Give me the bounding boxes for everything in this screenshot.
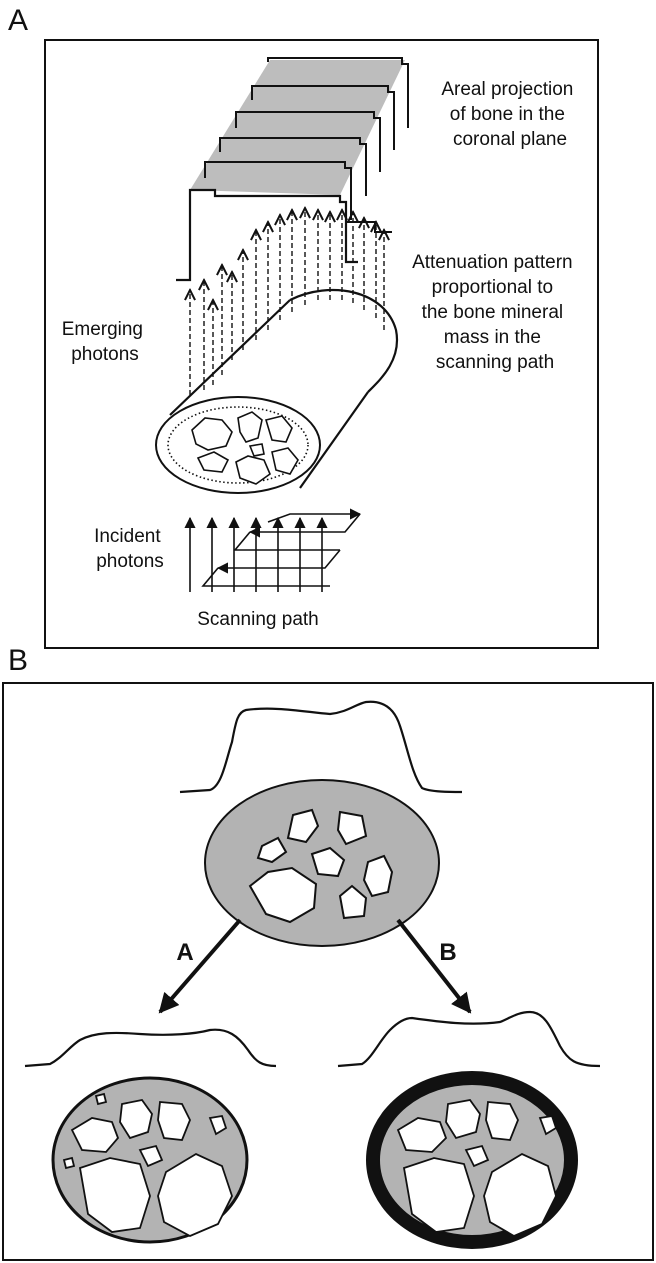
areal-projection-label: Areal projection of bone in the coronal … [441, 79, 578, 150]
arrow-a-label: A [176, 939, 193, 966]
areal-projection-line-1: Areal projection [441, 79, 573, 100]
scanning-path [203, 514, 360, 586]
projection-gray-band [190, 60, 405, 195]
bone-section-bottom-left [53, 1078, 247, 1242]
arrow-b [398, 920, 470, 1012]
incident-line-2: photons [96, 551, 164, 572]
attenuation-line-5: scanning path [436, 352, 554, 373]
profile-bottom-left [25, 1030, 276, 1066]
profile-top [180, 702, 462, 792]
profile-bottom-right [338, 1012, 600, 1066]
bone-cylinder [156, 290, 397, 493]
areal-projection-line-3: coronal plane [453, 129, 567, 150]
attenuation-line-3: the bone mineral [422, 302, 564, 323]
incident-photon-arrows [190, 518, 322, 592]
incident-line-1: Incident [94, 526, 161, 547]
bone-section-bottom-right [366, 1071, 578, 1249]
incident-photons-label: Incident photons [94, 526, 166, 572]
arrow-b-label: B [439, 939, 456, 966]
attenuation-line-2: proportional to [432, 277, 553, 298]
areal-projection-line-2: of bone in the [450, 104, 565, 125]
emerging-line-2: photons [71, 344, 139, 365]
arrow-a [160, 920, 240, 1012]
attenuation-line-4: mass in the [444, 327, 541, 348]
scanning-path-label: Scanning path [197, 609, 319, 630]
cylinder-far-end [290, 290, 397, 392]
bone-cross-section [156, 397, 320, 493]
emerging-line-1: Emerging [62, 319, 143, 340]
attenuation-line-1: Attenuation pattern [412, 252, 573, 273]
attenuation-pattern-label: Attenuation pattern proportional to the … [412, 252, 578, 373]
emerging-photons-label: Emerging photons [62, 319, 149, 365]
